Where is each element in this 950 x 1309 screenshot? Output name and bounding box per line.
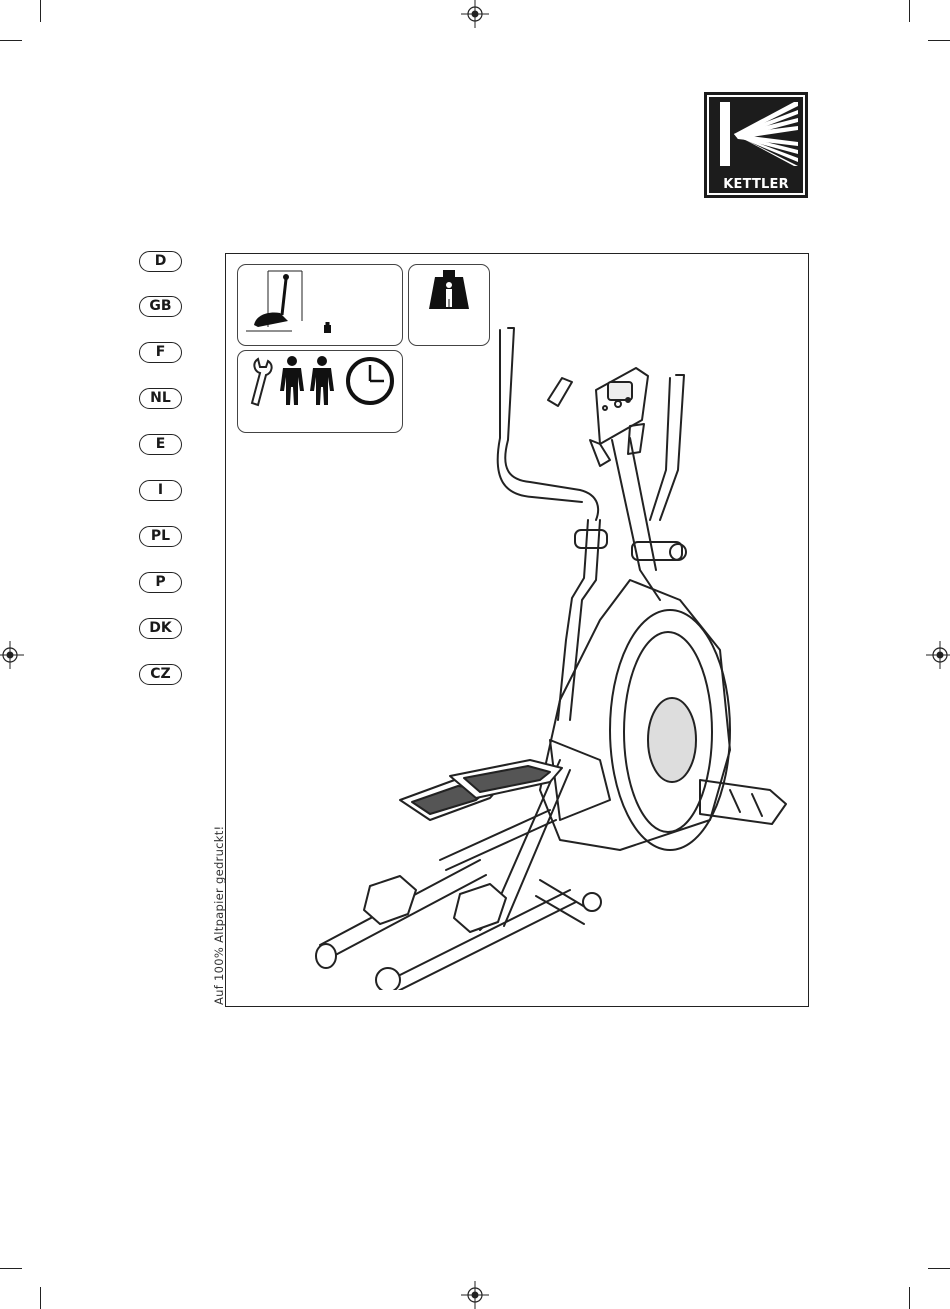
recycled-paper-note: Auf 100% Altpapier gedruckt! <box>212 826 226 1005</box>
wrench-icon <box>252 359 272 405</box>
lang-badge-nl: NL <box>139 388 182 409</box>
crop-mark <box>0 1268 22 1269</box>
crop-mark <box>40 1287 41 1309</box>
kettler-logo: KETTLER <box>704 92 808 198</box>
lang-badge-gb: GB <box>139 296 182 317</box>
lang-badge-d: D <box>139 251 182 272</box>
registration-mark-icon <box>461 0 489 28</box>
crop-mark <box>928 40 950 41</box>
lang-badge-p: P <box>139 572 182 593</box>
logo-wordmark: KETTLER <box>704 177 808 192</box>
registration-mark-icon <box>0 641 24 669</box>
registration-mark-icon <box>926 641 950 669</box>
crop-mark <box>909 1287 910 1309</box>
crop-mark <box>0 40 22 41</box>
lang-badge-pl: PL <box>139 526 182 547</box>
crop-mark <box>40 0 41 22</box>
lang-badge-i: I <box>139 480 182 501</box>
elliptical-cross-trainer-illustration <box>300 320 800 990</box>
lang-badge-dk: DK <box>139 618 182 639</box>
registration-mark-icon <box>461 1281 489 1309</box>
lang-badge-cz: CZ <box>139 664 182 685</box>
lang-badge-e: E <box>139 434 182 455</box>
crop-mark <box>909 0 910 22</box>
crop-mark <box>928 1268 950 1269</box>
lang-badge-f: F <box>139 342 182 363</box>
